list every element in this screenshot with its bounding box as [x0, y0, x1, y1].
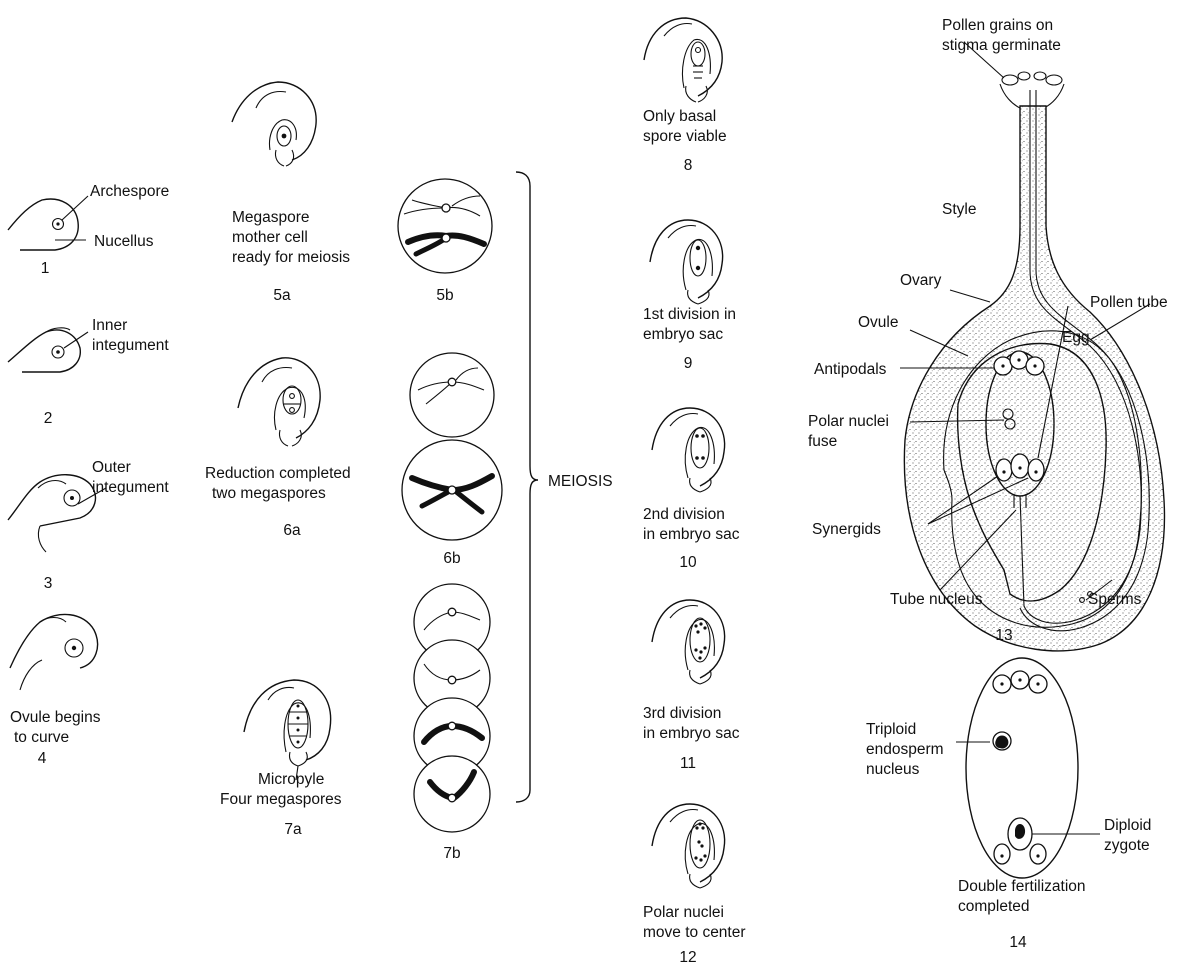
stage-8-caption-1: Only basal [643, 108, 716, 125]
stage-3: Outer integument 3 [8, 459, 169, 592]
stage-10: 2nd division in embryo sac 10 [643, 408, 740, 571]
double-fertilization-label-2: completed [958, 898, 1030, 915]
meiosis-label: MEIOSIS [548, 473, 613, 490]
tube-nucleus-label: Tube nucleus [890, 591, 983, 608]
outer-integument-label-1: Outer [92, 459, 131, 476]
stage-11-number: 11 [680, 755, 696, 772]
pollen-grains-label-2: stigma germinate [942, 37, 1061, 54]
polar-nuclei-label-2: fuse [808, 433, 837, 450]
stage-6a: Reduction completed two megaspores 6a [205, 358, 351, 539]
pollen-grains-label-1: Pollen grains on [942, 17, 1053, 34]
stage-4-caption-2: to curve [14, 729, 69, 746]
stage-11-caption-1: 3rd division [643, 705, 721, 722]
inner-integument-label-1: Inner [92, 317, 127, 334]
stage-7a: Micropyle Four megaspores 7a [220, 680, 342, 838]
sperms-label: Sperms [1088, 591, 1142, 608]
stage-2: Inner integument 2 [8, 317, 169, 427]
style-label: Style [942, 201, 976, 218]
double-fertilization-label-1: Double fertilization [958, 878, 1086, 895]
polar-nuclei-label-1: Polar nuclei [808, 413, 889, 430]
egg-label: Egg [1062, 329, 1090, 346]
stage-3-number: 3 [44, 575, 53, 592]
stage-5a-number: 5a [273, 287, 291, 304]
stage-10-caption-1: 2nd division [643, 506, 725, 523]
stage-6a-caption-2: two megaspores [212, 485, 326, 502]
stage-13-pistil: Pollen grains on stigma germinate Style … [808, 17, 1168, 651]
stage-7a-caption-2: Four megaspores [220, 791, 342, 808]
meiosis-bracket: MEIOSIS [516, 172, 613, 802]
triploid-label-2: endosperm [866, 741, 944, 758]
stage-6a-number: 6a [283, 522, 301, 539]
archespore-label: Archespore [90, 183, 169, 200]
triploid-label-1: Triploid [866, 721, 916, 738]
stage-10-number: 10 [679, 554, 697, 571]
stage-1: Archespore Nucellus 1 [8, 183, 169, 277]
diploid-label-2: zygote [1104, 837, 1150, 854]
stage-13-number: 13 [995, 627, 1012, 644]
stage-6b-number: 6b [443, 550, 460, 567]
stage-7a-number: 7a [284, 821, 302, 838]
inner-integument-label-2: integument [92, 337, 169, 354]
stage-6b: 6b [402, 353, 502, 567]
stage-11: 3rd division in embryo sac 11 [643, 600, 740, 772]
stage-4-caption-1: Ovule begins [10, 709, 101, 726]
stage-6a-caption-1: Reduction completed [205, 465, 351, 482]
stage-12-number: 12 [679, 949, 696, 965]
synergids-label: Synergids [812, 521, 881, 538]
stage-8-caption-2: spore viable [643, 128, 727, 145]
diploid-label-1: Diploid [1104, 817, 1151, 834]
ovule-label: Ovule [858, 314, 899, 331]
stage-1-number: 1 [41, 260, 50, 277]
stage-5b: 5b [398, 179, 492, 304]
stage-7a-caption-1: Micropyle [258, 771, 324, 788]
ovary-label: Ovary [900, 272, 942, 289]
stage-14-number: 14 [1009, 934, 1027, 951]
stage-7b: 7b [414, 584, 490, 862]
stage-5a: Megaspore mother cell ready for meiosis … [232, 82, 350, 304]
stage-8: Only basal spore viable 8 [643, 18, 727, 174]
stage-12: Polar nuclei move to center 12 [643, 804, 746, 965]
stage-5a-caption-3: ready for meiosis [232, 249, 350, 266]
stage-5a-caption-1: Megaspore [232, 209, 310, 226]
triploid-label-3: nucleus [866, 761, 920, 778]
stage-4: Ovule begins to curve 4 [10, 614, 101, 767]
stage-5b-number: 5b [436, 287, 453, 304]
outer-integument-label-2: integument [92, 479, 169, 496]
stage-4-number: 4 [38, 750, 47, 767]
stage-8-number: 8 [684, 157, 693, 174]
stage-12-caption-2: move to center [643, 924, 746, 941]
stage-5a-caption-2: mother cell [232, 229, 308, 246]
stage-11-caption-2: in embryo sac [643, 725, 740, 742]
nucellus-label: Nucellus [94, 233, 154, 250]
stage-9-caption-2: embryo sac [643, 326, 723, 343]
stage-2-number: 2 [44, 410, 53, 427]
stage-9: 1st division in embryo sac 9 [643, 220, 736, 372]
stage-10-caption-2: in embryo sac [643, 526, 740, 543]
stage-7b-number: 7b [443, 845, 460, 862]
stage-9-caption-1: 1st division in [643, 306, 736, 323]
stage-12-caption-1: Polar nuclei [643, 904, 724, 921]
stage-14-embryo-sac: Triploid endosperm nucleus Diploid zygot… [866, 658, 1151, 951]
stage-9-number: 9 [684, 355, 693, 372]
antipodals-label: Antipodals [814, 361, 887, 378]
pollen-tube-label: Pollen tube [1090, 294, 1168, 311]
